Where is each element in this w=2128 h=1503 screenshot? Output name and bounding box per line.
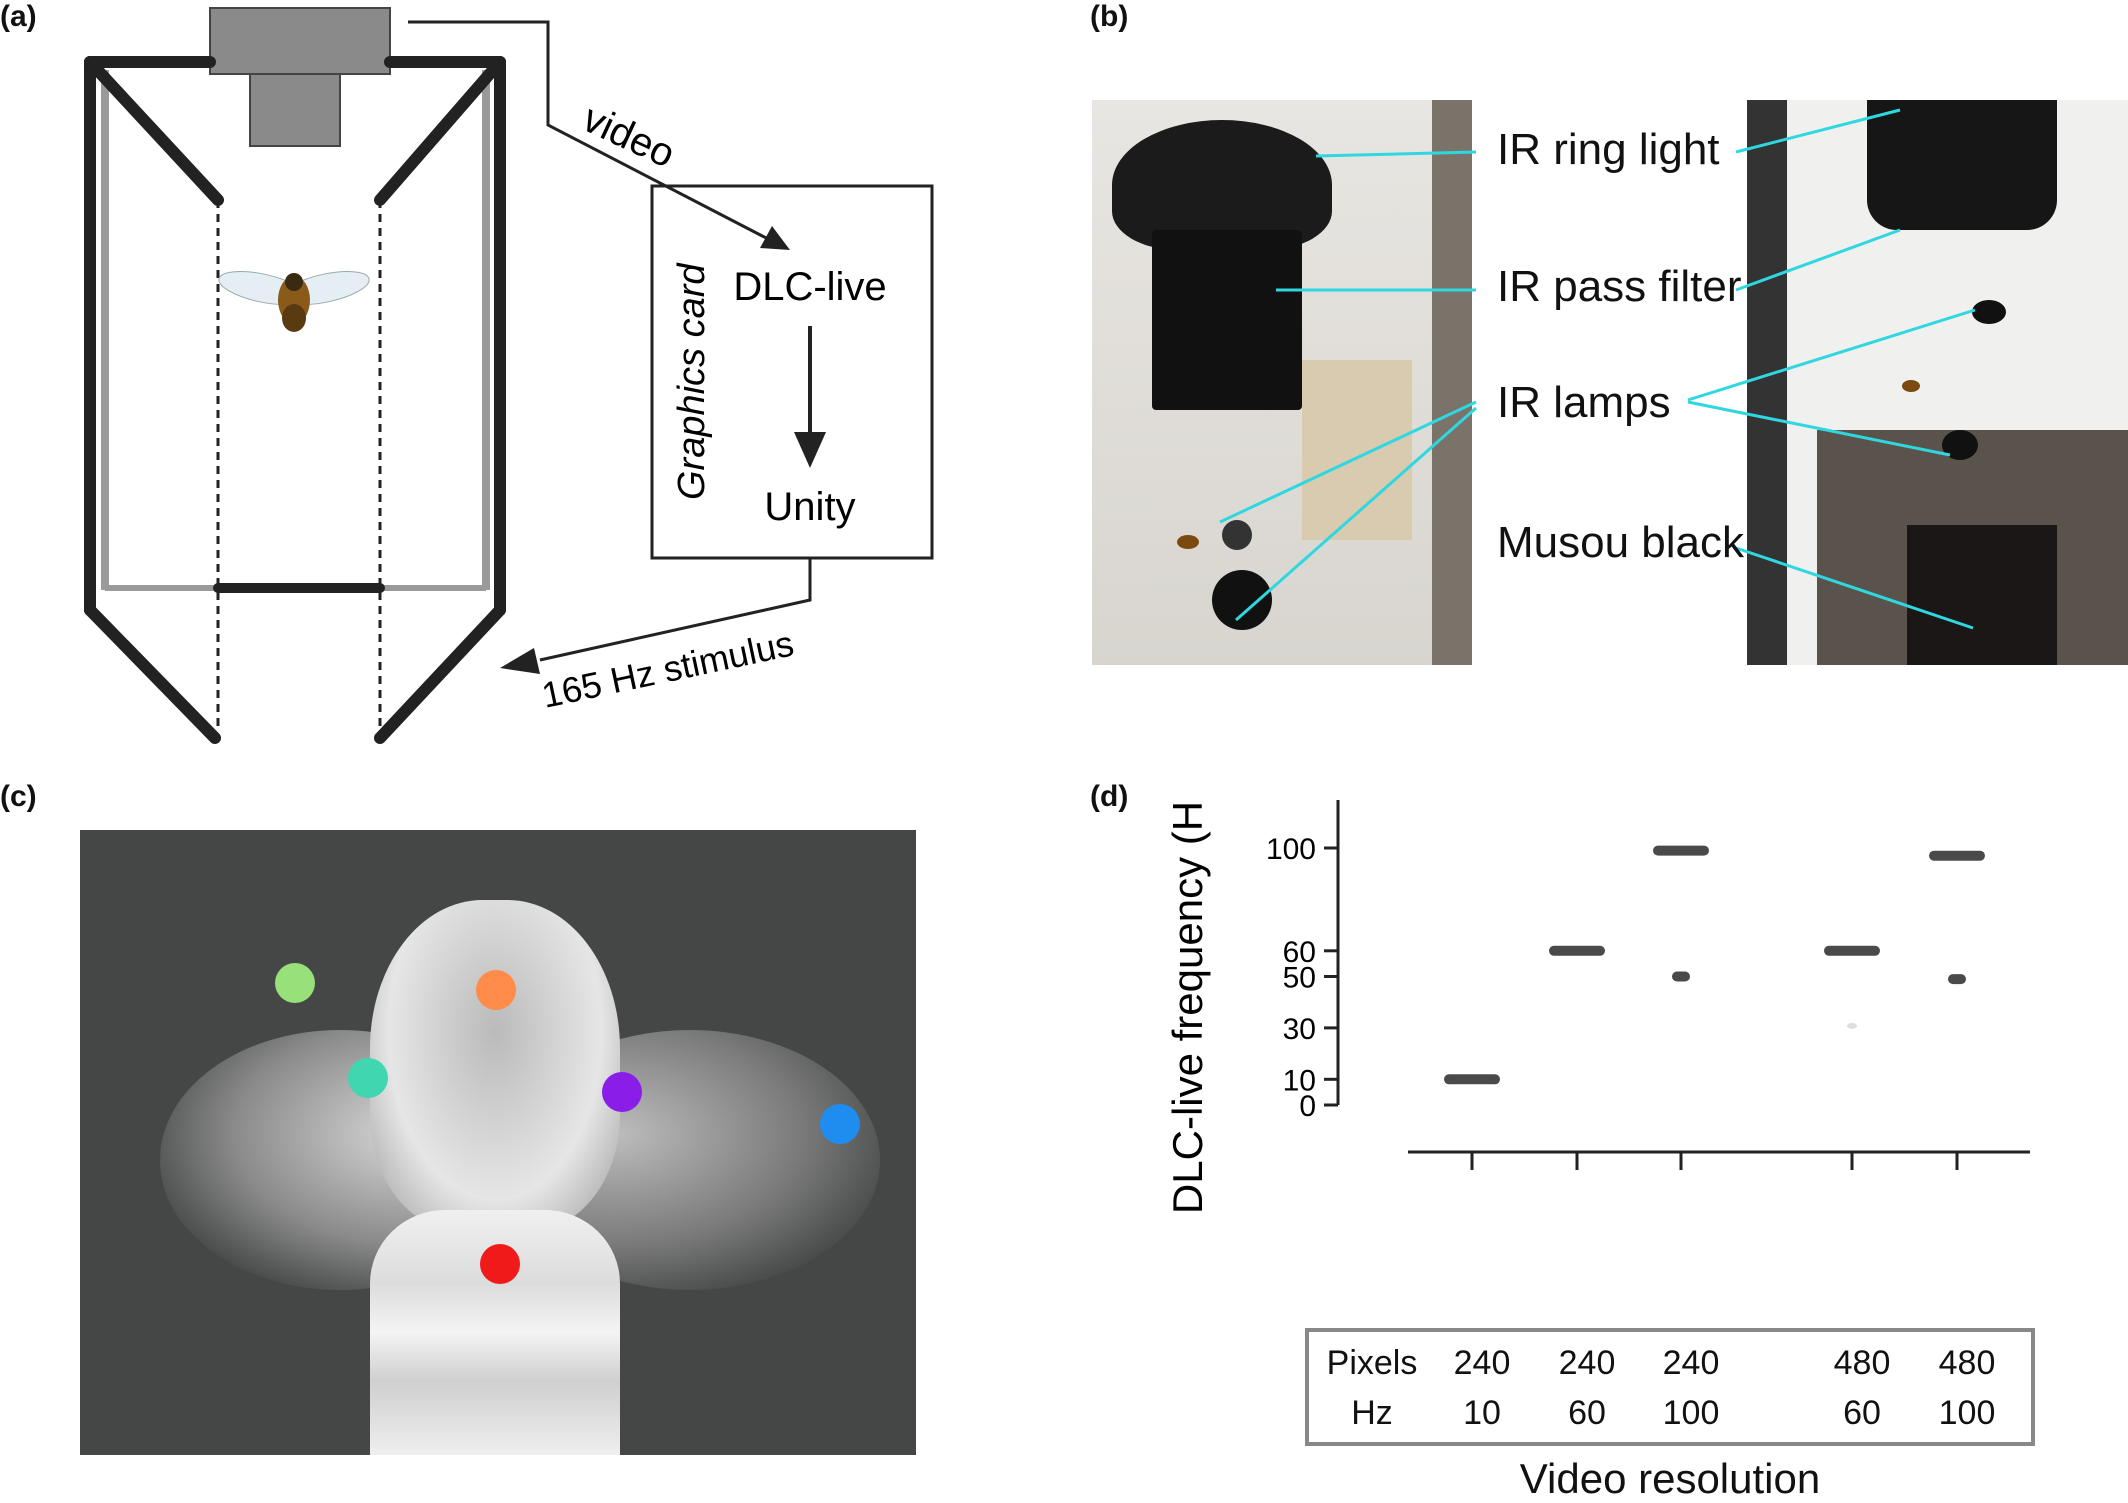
pixels-cell: 480	[1938, 1344, 1996, 1382]
y-tick-label: 0	[1299, 1090, 1316, 1123]
lens	[1152, 230, 1302, 410]
data-point-cluster	[1653, 845, 1709, 856]
panel-b-label: (b)	[1090, 0, 1129, 33]
x-axis-title: Video resolution	[1519, 1455, 1821, 1502]
keypoint-right-wing-base	[602, 1072, 642, 1112]
y-tick-label: 10	[1283, 1064, 1316, 1097]
keypoint-left-wing-base	[348, 1058, 388, 1098]
y-tick-label: 100	[1266, 833, 1316, 866]
data-point-cluster	[1929, 850, 1985, 861]
graphics-card-box	[650, 184, 934, 560]
video-label: video	[576, 96, 681, 176]
panel-a-diagram: video Graphics card DLC-live Unity 165 H…	[84, 7, 934, 744]
panel-c-label: (c)	[0, 780, 37, 813]
pixels-cell: 480	[1833, 1344, 1891, 1382]
lens	[1867, 100, 2057, 230]
data-point-cluster	[1549, 945, 1605, 956]
dlc-live-label: DLC-live	[733, 265, 886, 309]
camera-body	[209, 7, 391, 75]
thorax	[370, 900, 620, 1230]
keypoint-head	[476, 970, 516, 1010]
lamp-small	[1972, 300, 2006, 324]
data-point-cluster	[1672, 971, 1690, 982]
lamp-small	[1222, 520, 1252, 550]
pixels-cell: 240	[1453, 1344, 1511, 1382]
bee-icon	[1902, 380, 1920, 392]
hz-cell: 100	[1662, 1394, 1720, 1432]
panel-a-label: (a)	[0, 0, 37, 33]
hz-cell: 60	[1568, 1394, 1606, 1432]
setup-photo-left	[1092, 100, 1472, 665]
hz-cell: 60	[1843, 1394, 1881, 1432]
setup-photo-right	[1747, 100, 2128, 665]
stimulus-label: 165 Hz stimulus	[538, 622, 797, 715]
callout-lines	[1219, 108, 1976, 630]
y-axis-label: DLC-live frequency (Hz)	[1164, 800, 1211, 1214]
resolution-table: Pixels Hz 240 10 240 60 240 100 480 60 4…	[1305, 1328, 2035, 1446]
keypoints	[275, 963, 860, 1284]
hz-cell: 10	[1463, 1394, 1501, 1432]
data-point-cluster	[1948, 974, 1966, 985]
y-tick-label: 50	[1283, 962, 1316, 995]
data-point-cluster	[1824, 945, 1880, 956]
callout-ir-lamps: IR lamps	[1497, 378, 1671, 427]
graphics-card-label: Graphics card	[671, 262, 713, 500]
unity-label: Unity	[764, 485, 855, 529]
y-tick-label: 30	[1283, 1013, 1316, 1046]
pixels-cell: 240	[1558, 1344, 1616, 1382]
pixels-cell: 240	[1662, 1344, 1720, 1382]
camera-lens	[249, 73, 341, 147]
ring-light	[1112, 120, 1332, 250]
y-tick-label: 60	[1283, 936, 1316, 969]
keypoint-abdomen	[480, 1244, 520, 1284]
bee-tracking-image	[80, 830, 916, 1455]
row-label-hz: Hz	[1351, 1394, 1393, 1432]
row-label-pixels: Pixels	[1326, 1344, 1418, 1382]
musou-black-patch	[1907, 525, 2057, 665]
keypoint-right-wing-tip	[820, 1104, 860, 1144]
hz-cell: 100	[1938, 1394, 1996, 1432]
callout-musou-black: Musou black	[1497, 518, 1745, 567]
bee-icon	[1177, 535, 1199, 549]
panel-d-label: (d)	[1090, 780, 1129, 813]
data-point-cluster	[1444, 1074, 1500, 1085]
lamp-large	[1212, 570, 1272, 630]
data-point-cluster	[1847, 1022, 1857, 1029]
callout-ir-pass-filter: IR pass filter	[1497, 262, 1742, 311]
callout-ir-ring-light: IR ring light	[1497, 125, 1720, 174]
keypoint-left-wing-tip	[275, 963, 315, 1003]
bee-icon	[218, 271, 370, 332]
